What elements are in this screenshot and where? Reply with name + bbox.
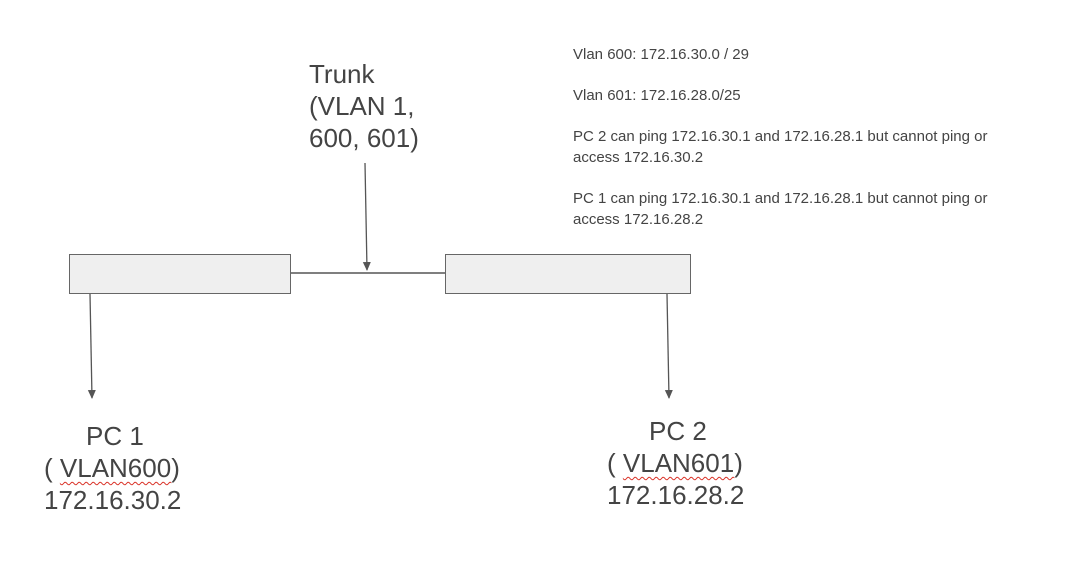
pc2-vlan: ( VLAN601) [607,447,744,479]
pc1-arrow [87,293,96,399]
trunk-label-line: (VLAN 1, [309,91,415,121]
network-notes: Vlan 600: 172.16.30.0 / 29 Vlan 601: 172… [573,44,1068,250]
note-pc2-ping: PC 2 can ping 172.16.30.1 and 172.16.28.… [573,126,1068,168]
trunk-label-line: 600, 601) [309,123,419,153]
trunk-pointer-arrow [362,162,371,271]
pc1-vlan-close: ) [171,453,180,483]
note-line: access 172.16.28.2 [573,211,704,228]
pc2-vlan-open: ( [607,448,623,478]
pc1-ip: 172.16.30.2 [44,485,182,515]
pc2-vlan-text: VLAN601 [622,448,735,478]
pc2-vlan-close: ) [734,448,743,478]
pc1-label: PC 1 ( VLAN600) 172.16.30.2 [44,420,181,516]
right-switch [445,254,691,294]
note-line: access 172.16.30.2 [573,149,704,166]
note-vlan601: Vlan 601: 172.16.28.0/25 [573,85,1068,106]
pc1-vlan-text: VLAN600 [59,453,172,483]
left-switch [69,254,291,294]
trunk-label-line: Trunk [309,59,375,89]
note-line: PC 2 can ping 172.16.30.1 and 172.16.28.… [573,128,988,145]
pc2-name: PC 2 [649,416,707,446]
note-line: PC 1 can ping 172.16.30.1 and 172.16.28.… [573,190,988,207]
note-vlan600: Vlan 600: 172.16.30.0 / 29 [573,44,1068,65]
note-line: Vlan 600: 172.16.30.0 / 29 [573,46,749,63]
pc2-label: PC 2 ( VLAN601) 172.16.28.2 [607,415,744,511]
pc1-vlan: ( VLAN600) [44,452,181,484]
note-pc1-ping: PC 1 can ping 172.16.30.1 and 172.16.28.… [573,188,1068,230]
trunk-label: Trunk (VLAN 1, 600, 601) [309,58,419,154]
pc2-arrow [664,293,673,399]
pc1-vlan-open: ( [44,453,60,483]
pc1-name: PC 1 [86,421,144,451]
note-line: Vlan 601: 172.16.28.0/25 [573,87,741,104]
pc2-ip: 172.16.28.2 [607,480,745,510]
